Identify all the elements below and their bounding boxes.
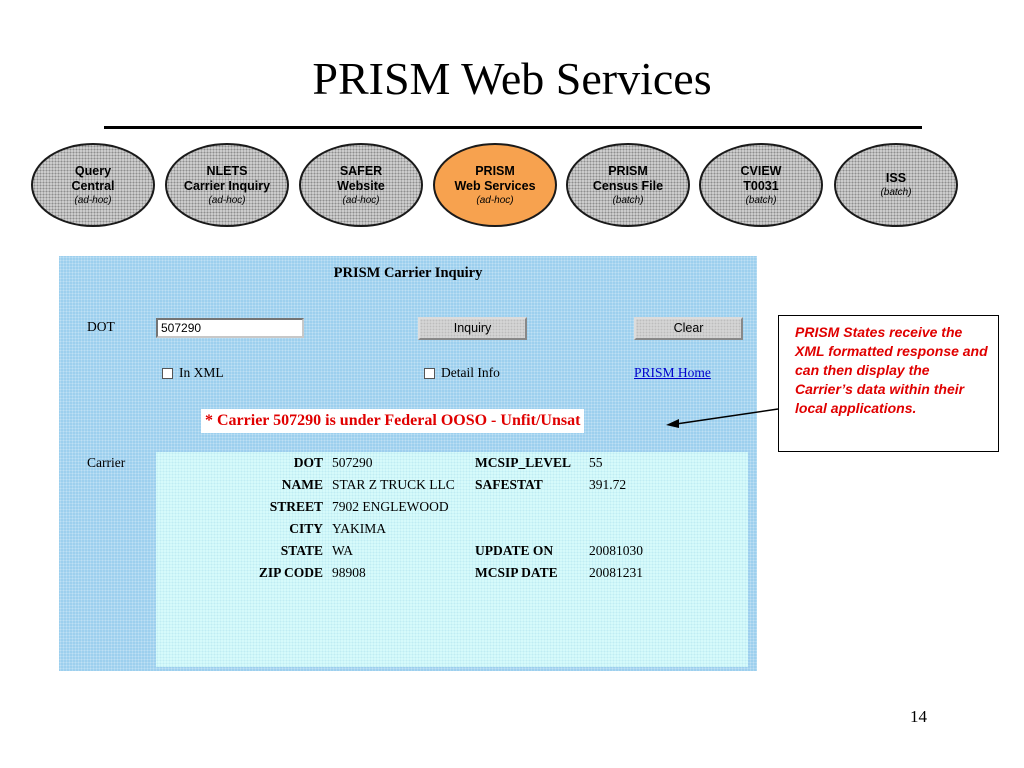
prism-home-link[interactable]: PRISM Home [634,365,711,380]
oval-nlets-carrier-inquiry[interactable]: NLETS Carrier Inquiry (ad-hoc) [165,143,289,227]
oval-line2: Census File [592,178,664,193]
street-key: STREET [269,499,323,514]
oval-safer-website[interactable]: SAFER Website (ad-hoc) [299,143,423,227]
title-underline [104,126,922,129]
oval-iss[interactable]: ISS (batch) [834,143,958,227]
inquiry-button[interactable]: Inquiry [418,317,527,340]
oval-line1: NLETS [206,163,248,178]
oval-query-central[interactable]: Query Central (ad-hoc) [31,143,155,227]
safestat-value: 391.72 [589,477,627,492]
oval-line2: Website [337,178,385,193]
carrier-label: Carrier [87,455,126,470]
mcsip-date-value: 20081231 [589,565,643,580]
dot-label: DOT [87,319,115,334]
zip-key: ZIP CODE [258,565,323,580]
oval-mode: (batch) [880,187,912,198]
city-key: CITY [289,521,323,536]
oval-line2: Web Services [454,178,536,193]
oval-line1: SAFER [339,163,383,178]
oval-cview-t0031[interactable]: CVIEW T0031 (batch) [699,143,823,227]
detail-info-label: Detail Info [441,365,500,380]
name-value: STAR Z TRUCK LLC [332,477,455,492]
callout-box: PRISM States receive the XML formatted r… [778,315,999,452]
slide-title: PRISM Web Services [312,53,712,104]
mcsip-level-value: 55 [589,455,603,470]
carrier-details-box: DOT 507290 NAME STAR Z TRUCK LLC STREET … [156,452,748,667]
in-xml-label: In XML [179,365,224,380]
oval-prism-census-file[interactable]: PRISM Census File (batch) [566,143,690,227]
panel-title: PRISM Carrier Inquiry [333,265,483,281]
oval-mode: (ad-hoc) [74,194,112,206]
dot-input[interactable] [156,318,304,338]
oval-mode: (ad-hoc) [342,194,380,206]
zip-value: 98908 [332,565,366,580]
state-value: WA [332,543,353,558]
oval-mode: (ad-hoc) [476,194,514,206]
oval-mode: (batch) [745,194,777,206]
prism-carrier-inquiry-panel: PRISM Carrier Inquiry DOT Inquiry Clear … [59,256,757,671]
oval-line2: Central [71,178,115,193]
street-value: 7902 ENGLEWOOD [332,499,449,514]
update-on-value: 20081030 [589,543,643,558]
oval-prism-web-services[interactable]: PRISM Web Services (ad-hoc) [433,143,557,227]
clear-button[interactable]: Clear [634,317,743,340]
dot-key: DOT [293,455,323,470]
safestat-key: SAFESTAT [475,477,543,492]
oval-line1: PRISM [475,163,515,178]
state-key: STATE [280,543,323,558]
city-value: YAKIMA [332,521,386,536]
ooso-warning: * Carrier 507290 is under Federal OOSO -… [201,409,585,433]
name-key: NAME [281,477,323,492]
detail-info-checkbox[interactable] [424,368,435,379]
oval-line1: CVIEW [740,163,782,178]
in-xml-checkbox[interactable] [162,368,173,379]
mcsip-level-key: MCSIP_LEVEL [475,455,572,470]
oval-line2: Carrier Inquiry [183,178,271,193]
oval-line1: PRISM [608,163,648,178]
dot-value: 507290 [332,455,373,470]
mcsip-date-key: MCSIP DATE [475,565,558,580]
oval-line1: ISS [885,171,907,185]
page-number: 14 [910,707,927,726]
oval-mode: (ad-hoc) [208,194,246,206]
oval-line1: Query [74,163,112,178]
update-on-key: UPDATE ON [475,543,554,558]
oval-mode: (batch) [612,194,644,206]
oval-line2: T0031 [743,178,779,193]
